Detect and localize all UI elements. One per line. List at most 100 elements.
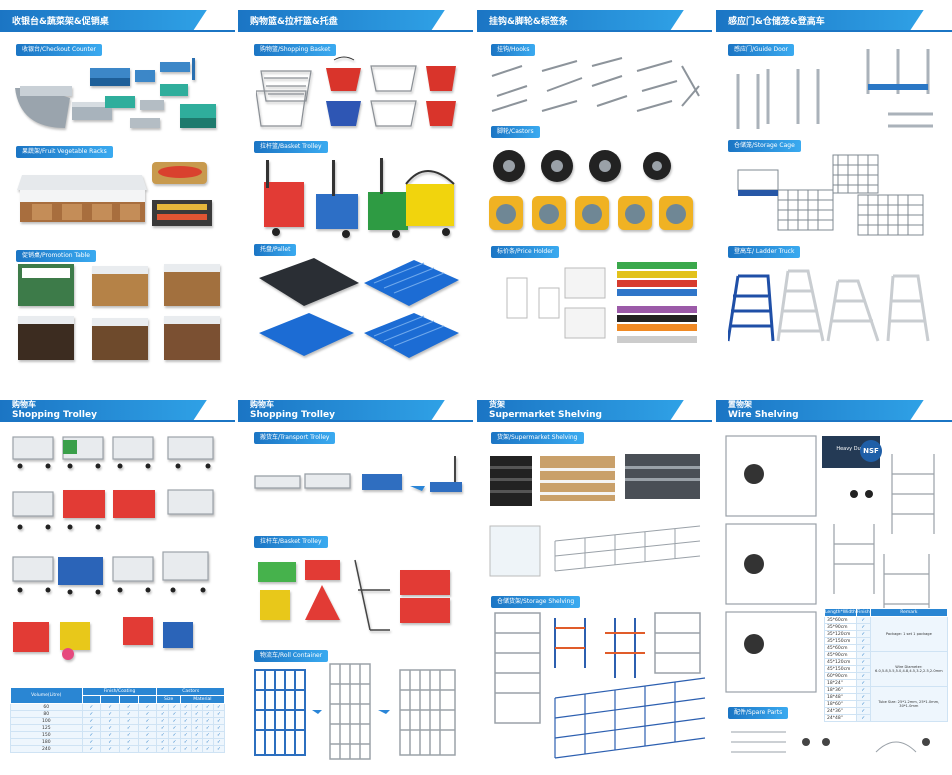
size-cell: 24*48" [824, 714, 857, 722]
check-icon: ✓ [156, 710, 170, 718]
check-icon: ✓ [137, 724, 158, 732]
nsf-badge: NSF [860, 440, 882, 462]
section-label-basket-trolley: 拉杆篮/Basket Trolley [254, 141, 328, 153]
check-icon: ✓ [81, 724, 102, 732]
page-transport-trolley: 购物车 Shopping Trolley 搬货车/Transport Troll… [238, 390, 473, 775]
check-icon: ✓ [190, 703, 203, 711]
page-title-en: Shopping Trolley [250, 410, 335, 420]
page-shopping-basket: 购物篮&拉杆篮&托盘 购物篮/Shopping Basket 拉杆篮/Baske… [238, 0, 473, 385]
check-icon: ✓ [212, 703, 226, 711]
check-icon: ✓ [100, 717, 120, 725]
check-icon: ✓ [201, 731, 214, 739]
section-label-fruit-racks: 果蔬架/Fruit Vegetable Racks [16, 146, 113, 158]
check-icon: ✓ [100, 738, 120, 746]
check-icon: ✓ [118, 745, 139, 753]
check-icon: ✓ [168, 738, 181, 746]
check-icon: ✓ [212, 710, 226, 718]
page-title: 购物车 Shopping Trolley [12, 400, 97, 420]
page-title: 感应门&仓储笼&登高车 [728, 17, 825, 27]
check-icon: ✓ [855, 714, 871, 722]
remark-cell: Package: 1 set 1 package [869, 616, 949, 652]
heavy-duty-label: Heavy Duty [836, 446, 866, 452]
section-label-roll-container: 物流车/Roll Container [254, 650, 329, 662]
check-icon: ✓ [100, 745, 120, 753]
table-header-remark: Remark [869, 608, 949, 617]
section-label-hooks: 挂钩/Hooks [491, 44, 536, 56]
check-icon: ✓ [156, 724, 170, 732]
check-icon: ✓ [81, 745, 102, 753]
page-header: 购物车 Shopping Trolley [0, 390, 235, 428]
section-label-promotion: 促销桌/Promotion Table [16, 250, 96, 262]
shopping-basket-image [256, 56, 456, 127]
table-row: 100✓✓✓✓✓✓✓✓✓✓ [10, 717, 226, 725]
check-icon: ✓ [190, 731, 203, 739]
check-icon: ✓ [118, 710, 139, 718]
check-icon: ✓ [179, 731, 192, 739]
check-icon: ✓ [179, 745, 192, 753]
check-icon: ✓ [100, 703, 120, 711]
wire-shelving-spec-table: Length*Width Finish Remark 35*60cm✓Packa… [824, 608, 949, 722]
supermarket-shelving-image [489, 454, 701, 577]
check-icon: ✓ [855, 672, 871, 680]
check-icon: ✓ [179, 724, 192, 732]
size-cell: 45*90cm [824, 651, 857, 659]
check-icon: ✓ [855, 665, 871, 673]
check-icon: ✓ [156, 717, 170, 725]
table-row: 80✓✓✓✓✓✓✓✓✓✓ [10, 710, 226, 718]
section-label-guide-door: 感应门/Guide Door [728, 44, 794, 56]
check-icon: ✓ [190, 724, 203, 732]
table-header-volume: Volume(Litre) [10, 687, 83, 704]
wire-shelving-image [725, 435, 935, 693]
page-title: 收银台&蔬菜架&促销桌 [12, 17, 109, 27]
remark-cell: Tube Size: 25*1.2mm, 25*1.0mm, 30*1.0mm [869, 686, 949, 722]
table-row: 18*48"✓ [824, 693, 948, 701]
page-title: 置物架 Wire Shelving [728, 400, 799, 420]
check-icon: ✓ [201, 738, 214, 746]
page-title-en: Shopping Trolley [12, 410, 97, 420]
check-icon: ✓ [855, 686, 871, 694]
check-icon: ✓ [212, 731, 226, 739]
check-icon: ✓ [190, 717, 203, 725]
section-label-basket: 购物篮/Shopping Basket [254, 44, 337, 56]
page-guide-door: 感应门&仓储笼&登高车 感应门/Guide Door 仓储笼/Storage C… [716, 0, 952, 385]
page-shopping-trolley: 购物车 Shopping Trolley Volume(Litre) [0, 390, 235, 775]
section-label-spare-parts: 配件/Spare Parts [728, 707, 789, 719]
volume-cell: 125 [10, 724, 83, 732]
page-title-cn: 购物车 [250, 400, 274, 409]
check-icon: ✓ [137, 731, 158, 739]
table-row: 180✓✓✓✓✓✓✓✓✓✓ [10, 738, 226, 746]
check-icon: ✓ [118, 703, 139, 711]
volume-cell: 150 [10, 731, 83, 739]
size-cell: 45*60cm [824, 644, 857, 652]
check-icon: ✓ [179, 738, 192, 746]
check-icon: ✓ [212, 724, 226, 732]
section-label-basket-trolley: 拉杆车/Basket Trolley [254, 536, 328, 548]
check-icon: ✓ [212, 717, 226, 725]
table-header-length: Length*Width [824, 608, 857, 617]
check-icon: ✓ [201, 724, 214, 732]
section-label-transport: 搬货车/Transport Trolley [254, 432, 336, 444]
check-icon: ✓ [168, 717, 181, 725]
size-cell: 45*120cm [824, 658, 857, 666]
check-icon: ✓ [855, 707, 871, 715]
page-hooks: 挂钩&脚轮&标签条 挂钩/Hooks 脚轮/Castors 标价条/Price … [477, 0, 712, 385]
table-row: 125✓✓✓✓✓✓✓✓✓✓ [10, 724, 226, 732]
table-row: 60✓✓✓✓✓✓✓✓✓✓ [10, 703, 226, 711]
fruit-rack-image [17, 162, 212, 226]
transport-trolley-image [254, 456, 462, 492]
volume-cell: 100 [10, 717, 83, 725]
volume-cell: 80 [10, 710, 83, 718]
table-header-finish: Finish/Coating [81, 687, 158, 696]
table-row: 24*48"✓ [824, 714, 948, 722]
page-checkout-counter: 收银台&蔬菜架&促销桌 收银台/Checkout Counter 果蔬架/Fru… [0, 0, 235, 385]
page-header: 挂钩&脚轮&标签条 [477, 0, 712, 38]
section-label-castors: 脚轮/Castors [491, 126, 540, 138]
check-icon: ✓ [855, 693, 871, 701]
page-title: 货架 Supermarket Shelving [489, 400, 602, 420]
check-icon: ✓ [855, 651, 871, 659]
section-label-supermarket: 货架/Supermarket Shelving [491, 432, 584, 444]
spare-parts-image [731, 731, 930, 753]
check-icon: ✓ [855, 616, 871, 624]
check-icon: ✓ [190, 738, 203, 746]
table-header-finish: Finish [855, 608, 871, 617]
